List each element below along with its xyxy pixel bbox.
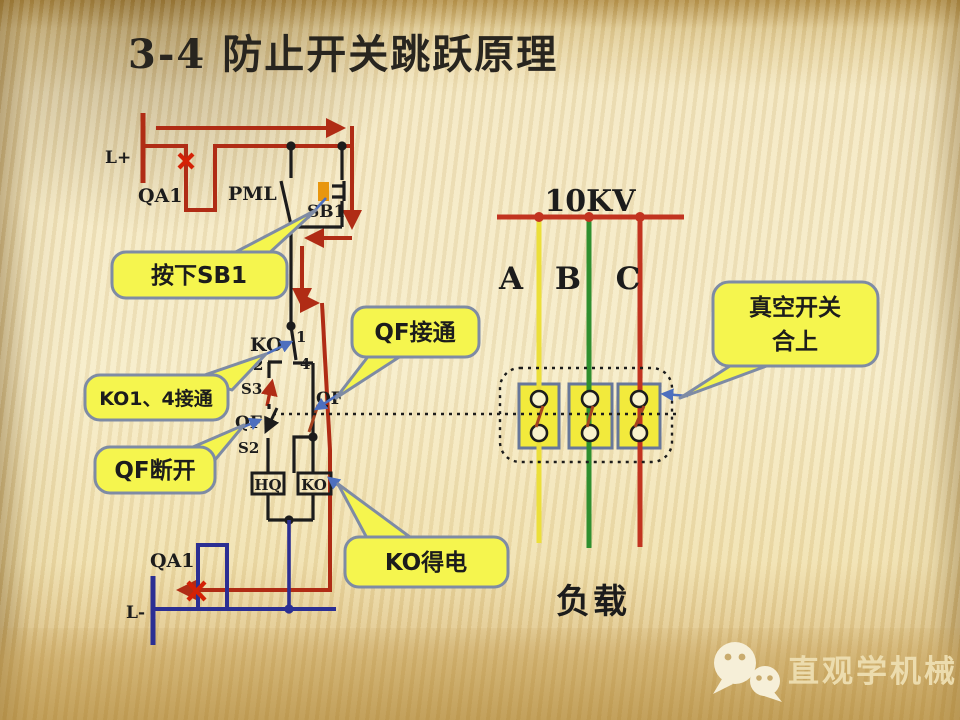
callout-ko-energized: KO得电 <box>326 476 510 589</box>
callout-box <box>93 445 217 495</box>
label-phase-c: C <box>616 261 641 297</box>
closed-bridge-a <box>534 405 545 428</box>
callout-qf-closed: QF接通 <box>313 305 481 411</box>
closed-bridge-c <box>633 405 646 428</box>
bus-tap-dot <box>584 212 594 222</box>
l-minus-circuit <box>150 520 336 645</box>
circuit-labels: L+ QA1 PML SB1 KO 1 2 4 S3 QF S2 QF HQ K… <box>105 148 640 623</box>
vacuum-switch-dotted-box <box>498 366 674 464</box>
label-ko-coil: KO <box>301 476 327 494</box>
wechat-logo-icon <box>713 642 782 702</box>
callout-label: KO得电 <box>385 549 467 576</box>
junction-dot <box>286 141 296 151</box>
slide-title: 3-4 防止开关跳跃原理 <box>128 31 559 78</box>
label-s2: S2 <box>238 439 259 457</box>
closed-bridge-b <box>585 405 595 428</box>
qa1-open-x-icon <box>177 152 195 170</box>
callout-pointer <box>334 352 406 400</box>
ko-contact-blade <box>289 325 298 361</box>
wechat-big-bubble <box>714 642 756 684</box>
bus-tap-dot <box>534 212 544 222</box>
callout-box <box>711 280 880 368</box>
flow-path-down-to-lminus <box>176 302 332 600</box>
sb1-button-plunger <box>318 182 329 201</box>
junction-dot-blue <box>284 604 294 614</box>
callout-box <box>350 305 481 359</box>
label-s3: S3 <box>241 380 262 398</box>
callouts: 按下SB1 KO1、4接通 QF断开 QF接通 <box>83 197 880 589</box>
label-qa1-top: QA1 <box>138 185 183 207</box>
label-pin4: 4 <box>300 355 310 373</box>
wechat-eye <box>756 675 762 681</box>
label-load: 负载 <box>556 582 630 622</box>
wire-to-ko-coil <box>292 435 315 473</box>
wechat-eye <box>767 675 773 681</box>
wechat-small-bubble <box>750 666 780 696</box>
callout-ko14-closed: KO1、4接通 <box>83 340 294 422</box>
wechat-small-bubble-tail <box>764 692 782 702</box>
bus-tap-dot <box>635 212 645 222</box>
label-hq-coil: HQ <box>254 476 281 494</box>
callout-label-line2: 合上 <box>772 328 818 355</box>
junction-dot <box>337 141 347 151</box>
sb1-contact-symbol <box>332 181 346 201</box>
s3-contact-blade-closed <box>260 378 278 407</box>
qf-left-contact-blade-open <box>264 407 280 434</box>
label-l-plus: L+ <box>105 148 131 168</box>
qa1-pulse-trace <box>143 144 352 212</box>
contact-terminal <box>629 423 649 443</box>
callout-qf-opened: QF断开 <box>93 417 263 495</box>
callout-box <box>343 535 510 589</box>
lminus-open-x-icon <box>186 580 207 602</box>
junction-dot <box>286 321 296 331</box>
contact-terminal <box>580 423 600 443</box>
callout-label-line1: 真空开关 <box>749 294 841 321</box>
callout-vacuum-closed: 真空开关 合上 <box>660 280 880 402</box>
callout-label: KO1、4接通 <box>99 388 213 410</box>
current-flow-arrows <box>156 118 362 600</box>
contact-terminal <box>629 389 649 409</box>
callout-pointer <box>336 482 416 542</box>
label-pin2: 2 <box>253 356 263 374</box>
label-10kv: 10KV <box>544 184 636 219</box>
l-plus-waveform <box>140 113 352 212</box>
callout-pointer <box>678 362 774 400</box>
vacuum-contacts <box>529 389 649 443</box>
power-circuit <box>273 212 684 548</box>
junction-dot <box>308 432 318 442</box>
wechat-eye <box>738 653 746 661</box>
watermark: 直观学机械 <box>713 642 958 702</box>
pml-contact-blade <box>279 180 293 226</box>
callout-label: QF接通 <box>374 320 455 346</box>
wechat-eye <box>724 653 732 661</box>
contact-terminal <box>529 423 549 443</box>
callout-press-sb1: 按下SB1 <box>110 197 327 300</box>
callout-box <box>110 250 289 300</box>
pin2-branch-wire <box>267 360 282 378</box>
label-pin1: 1 <box>296 328 306 346</box>
label-phase-b: B <box>555 261 581 297</box>
qa1-bottom-pulse <box>196 543 229 609</box>
callout-label: QF断开 <box>114 457 195 484</box>
contact-terminal <box>580 389 600 409</box>
watermark-text: 直观学机械 <box>788 654 958 690</box>
wechat-big-bubble-tail <box>713 679 733 694</box>
contact-terminal <box>529 389 549 409</box>
label-qa1-bottom: QA1 <box>150 550 195 572</box>
callout-label: 按下SB1 <box>151 262 247 289</box>
callout-box <box>83 373 230 422</box>
label-phase-a: A <box>498 261 524 297</box>
label-pml: PML <box>228 183 277 205</box>
label-l-minus: L- <box>126 603 145 623</box>
